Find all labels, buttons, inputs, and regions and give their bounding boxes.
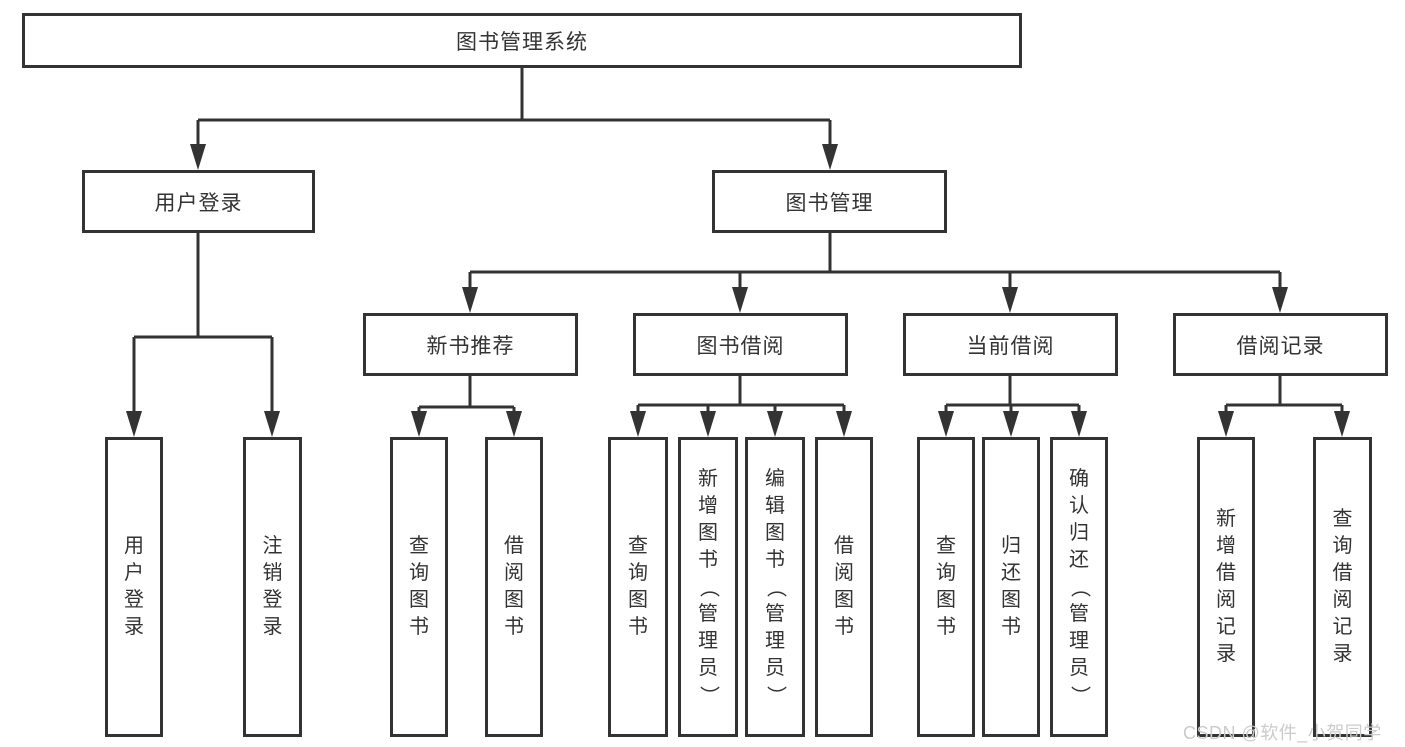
node-book-management: 图书管理 (712, 170, 947, 233)
node-current-borrowing-label: 当前借阅 (966, 334, 1055, 358)
leaf-nbr-query-books-label: 查询图书 (409, 535, 429, 638)
node-borrow-records-label: 借阅记录 (1236, 334, 1325, 358)
node-user-login: 用户登录 (82, 170, 315, 233)
leaf-bb-borrow-books: 借阅图书 (815, 437, 873, 737)
node-new-book-recommend-label: 新书推荐 (426, 334, 515, 358)
leaf-user-login: 用户登录 (105, 437, 163, 737)
leaf-cb-confirm-return-admin-label: 确认归还（管理员） (1068, 467, 1091, 706)
leaf-cb-query-books-label: 查询图书 (936, 535, 956, 638)
leaf-cb-return-books: 归还图书 (982, 437, 1040, 737)
leaf-cb-query-books: 查询图书 (917, 437, 975, 737)
leaf-cb-return-books-label: 归还图书 (1001, 535, 1021, 638)
node-book-borrowing: 图书借阅 (633, 313, 848, 376)
node-book-borrowing-label: 图书借阅 (696, 334, 785, 358)
leaf-br-query-record: 查询借阅记录 (1313, 437, 1372, 737)
leaf-nbr-borrow-books-label: 借阅图书 (504, 535, 524, 638)
leaf-bb-query-books-label: 查询图书 (628, 535, 648, 638)
leaf-nbr-query-books: 查询图书 (390, 437, 448, 737)
leaf-bb-borrow-books-label: 借阅图书 (834, 535, 854, 638)
leaf-br-add-record-label: 新增借阅记录 (1216, 508, 1236, 665)
leaf-user-login-label: 用户登录 (124, 535, 144, 638)
csdn-watermark: CSDN @软件_小贺同学 (1183, 723, 1382, 743)
node-library-system-label: 图书管理系统 (456, 30, 588, 54)
leaf-br-query-record-label: 查询借阅记录 (1332, 508, 1353, 665)
leaf-bb-add-books-admin-label: 新增图书（管理员） (697, 467, 720, 706)
node-borrow-records: 借阅记录 (1173, 313, 1388, 376)
node-current-borrowing: 当前借阅 (903, 313, 1118, 376)
leaf-bb-query-books: 查询图书 (608, 437, 668, 737)
leaf-bb-edit-books-admin: 编辑图书（管理员） (745, 437, 805, 737)
node-library-system: 图书管理系统 (22, 13, 1022, 68)
leaf-logout: 注销登录 (243, 437, 302, 737)
node-new-book-recommend: 新书推荐 (363, 313, 578, 376)
arrowheads (126, 144, 1350, 437)
leaf-logout-label: 注销登录 (262, 535, 283, 638)
leaf-bb-add-books-admin: 新增图书（管理员） (678, 437, 738, 737)
leaf-br-add-record: 新增借阅记录 (1197, 437, 1255, 737)
node-book-management-label: 图书管理 (785, 191, 874, 215)
node-user-login-label: 用户登录 (154, 191, 243, 215)
connector-paths (132, 68, 1344, 415)
leaf-cb-confirm-return-admin: 确认归还（管理员） (1050, 437, 1108, 737)
leaf-bb-edit-books-admin-label: 编辑图书（管理员） (764, 467, 787, 706)
leaf-nbr-borrow-books: 借阅图书 (485, 437, 543, 737)
